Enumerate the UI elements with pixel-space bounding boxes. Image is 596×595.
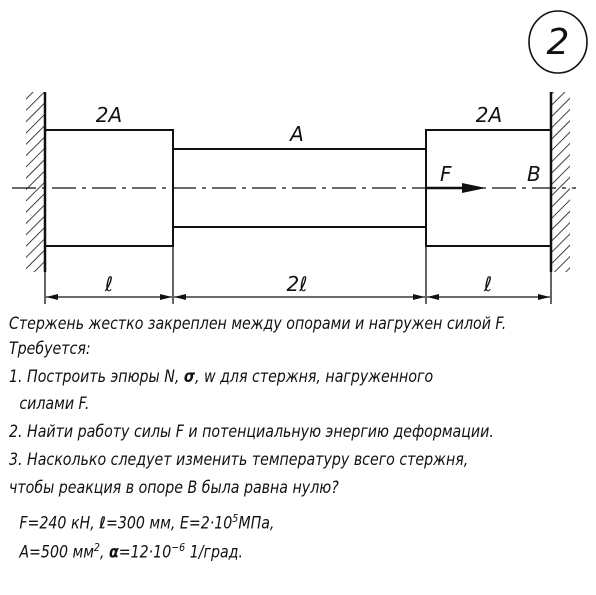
task-1-text-b: , w для стержня, нагруженного	[194, 367, 434, 386]
param-area: A=500 мм	[19, 542, 94, 562]
statement-line-1: Стержень жестко закреплен между опорами …	[9, 314, 507, 333]
left-section-area-label: 2A	[96, 103, 122, 127]
point-b-label: B	[527, 162, 541, 186]
area-exponent: 2	[93, 541, 100, 554]
param-alpha-value: =12·10	[118, 542, 172, 562]
alpha-unit: 1/град.	[185, 542, 244, 562]
problem-number-badge: 2	[528, 10, 588, 74]
task-1-line: 1. Построить эпюры N, σ, w для стержня, …	[9, 365, 433, 389]
force-arrow	[426, 183, 486, 193]
dimension-middle-label: 2ℓ	[287, 272, 308, 296]
task-1-continuation: силами F.	[19, 394, 90, 413]
task-2-line: 2. Найти работу силы F и потенциальную э…	[9, 422, 494, 441]
task-1-text-a: 1. Построить эпюры N,	[9, 367, 184, 386]
dimension-right-label: ℓ	[483, 272, 492, 296]
length-symbol: ℓ	[99, 513, 106, 533]
alpha-symbol: α	[108, 542, 119, 562]
sigma-symbol: σ	[183, 367, 195, 386]
right-section-area-label: 2A	[476, 103, 502, 127]
task-3-line: 3. Насколько следует изменить температур…	[9, 450, 469, 469]
dimension-lines	[44, 246, 552, 304]
alpha-exponent: −6	[171, 541, 186, 554]
param-separator: ,	[99, 542, 109, 562]
middle-section-area-label: A	[288, 122, 304, 146]
problem-number: 2	[547, 22, 570, 63]
modulus-unit: МПа,	[238, 513, 275, 533]
left-wall-support	[26, 92, 47, 272]
force-label: F	[440, 162, 452, 186]
parameters-line-1: F=240 кН, ℓ=300 мм, E=2·105МПа,	[19, 507, 274, 536]
modulus-exponent: 5	[232, 512, 239, 525]
param-force: F=240 кН,	[19, 513, 100, 533]
param-length-modulus: =300 мм, E=2·10	[105, 513, 233, 533]
right-wall-support	[549, 92, 570, 272]
parameters-line-2: A=500 мм2, α=12·10−6 1/град.	[19, 536, 243, 565]
task-3-continuation: чтобы реакция в опоре B была равна нулю?	[9, 478, 339, 497]
statement-line-2: Требуется:	[9, 339, 91, 358]
dimension-left-label: ℓ	[104, 272, 113, 296]
